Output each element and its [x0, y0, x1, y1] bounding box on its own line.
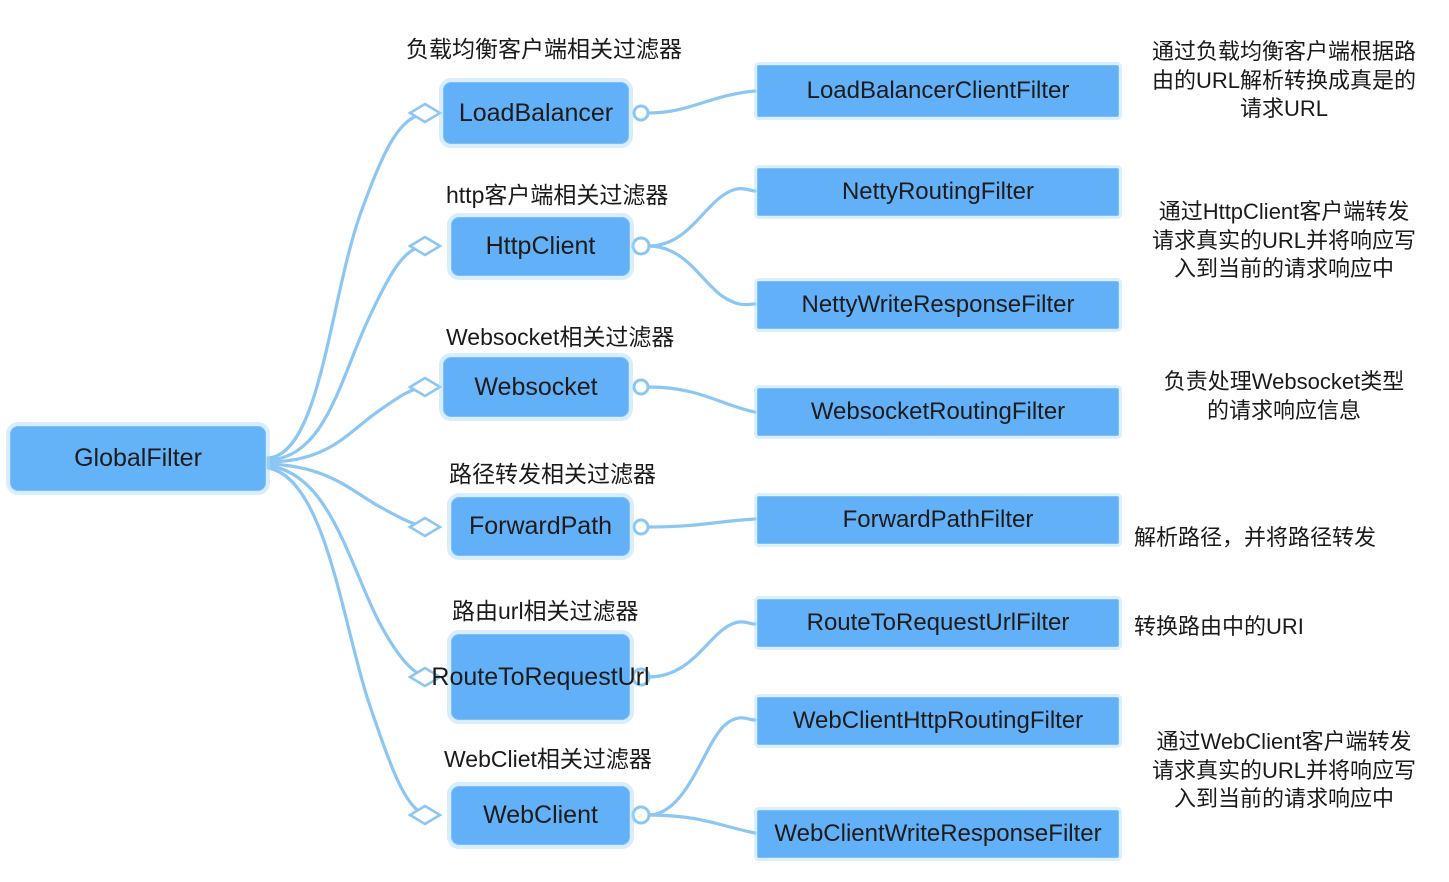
note-forwardpath: 解析路径，并将路径转发 [1134, 524, 1434, 553]
note-line: 通过WebClient客户端转发 [1156, 729, 1412, 754]
filter-node-label: NettyWriteResponseFilter [801, 291, 1075, 319]
category-label-loadbalancer: 负载均衡客户端相关过滤器 [406, 36, 682, 62]
branch-node-label: HttpClient [485, 232, 596, 261]
filter-node-webclienthttproutingfilter[interactable]: WebClientHttpRoutingFilter [757, 697, 1119, 745]
branch-node-label: LoadBalancer [458, 98, 614, 127]
branch-node-webclient[interactable]: WebClient [451, 786, 630, 845]
category-label-forwardpath: 路径转发相关过滤器 [449, 461, 656, 487]
branch-node-label: RouteToRequestUrl [431, 662, 650, 691]
filter-node-label: ForwardPathFilter [842, 506, 1034, 534]
note-line: 通过负载均衡客户端根据路 [1151, 39, 1416, 64]
filter-node-forwardpathfilter[interactable]: ForwardPathFilter [757, 496, 1119, 544]
note-line: 请求真实的URL并将响应写 [1151, 757, 1416, 783]
branch-node-label: ForwardPath [468, 512, 613, 541]
category-label-routetorequesturl: 路由url相关过滤器 [452, 598, 639, 624]
category-label-websocket: Websocket相关过滤器 [446, 324, 675, 350]
note-line: 解析路径，并将路径转发 [1134, 525, 1377, 550]
note-routetorequesturl: 转换路由中的URI [1134, 613, 1434, 642]
branch-node-routetorequesturl[interactable]: RouteToRequestUrl [431, 634, 650, 720]
filter-node-label: WebClientHttpRoutingFilter [792, 707, 1084, 735]
branch-node-httpclient[interactable]: HttpClient [451, 217, 630, 276]
note-webclient: 通过WebClient客户端转发 请求真实的URL并将响应写 入到当前的请求响应… [1134, 728, 1434, 814]
note-line: 通过HttpClient客户端转发 [1158, 199, 1410, 224]
note-loadbalancer: 通过负载均衡客户端根据路 由的URL解析转换成真是的 请求URL [1134, 38, 1434, 124]
note-line: 的请求响应信息 [1206, 397, 1361, 423]
filter-node-label: RouteToRequestUrlFilter [806, 609, 1070, 637]
branch-node-websocket[interactable]: Websocket [443, 357, 629, 417]
root-node-globalfilter[interactable]: GlobalFilter [10, 426, 266, 491]
filter-node-label: WebsocketRoutingFilter [810, 398, 1066, 426]
filter-node-label: LoadBalancerClientFilter [806, 77, 1070, 105]
note-line: 负责处理Websocket类型 [1163, 369, 1405, 394]
branch-node-forwardpath[interactable]: ForwardPath [451, 497, 630, 556]
branch-node-loadbalancer[interactable]: LoadBalancer [443, 82, 629, 144]
branch-node-label: Websocket [474, 372, 598, 401]
note-websocket: 负责处理Websocket类型 的请求响应信息 [1134, 368, 1434, 425]
filter-node-label: WebClientWriteResponseFilter [774, 820, 1102, 848]
branch-node-label: WebClient [483, 801, 598, 830]
filter-node-routetorequesturlfilter[interactable]: RouteToRequestUrlFilter [757, 599, 1119, 647]
filter-node-webclientwriteresponsefilter[interactable]: WebClientWriteResponseFilter [757, 810, 1119, 858]
category-label-httpclient: http客户端相关过滤器 [446, 182, 669, 208]
filter-node-label: NettyRoutingFilter [841, 178, 1035, 206]
note-line: 请求真实的URL并将响应写 [1151, 227, 1416, 253]
note-line: 入到当前的请求响应中 [1173, 256, 1394, 282]
filter-node-nettywriteresponsefilter[interactable]: NettyWriteResponseFilter [757, 281, 1119, 329]
note-line: 入到当前的请求响应中 [1173, 786, 1394, 812]
note-line: 请求URL [1239, 96, 1328, 122]
category-label-webclient: WebCliet相关过滤器 [444, 746, 652, 772]
note-httpclient: 通过HttpClient客户端转发 请求真实的URL并将响应写 入到当前的请求响… [1134, 198, 1434, 284]
filter-node-websocketroutingfilter[interactable]: WebsocketRoutingFilter [757, 388, 1119, 436]
note-line: 转换路由中的URI [1134, 614, 1304, 639]
filter-node-nettyroutingfilter[interactable]: NettyRoutingFilter [757, 168, 1119, 216]
filter-node-loadbalancerclientfilter[interactable]: LoadBalancerClientFilter [757, 65, 1119, 117]
note-line: 由的URL解析转换成真是的 [1151, 67, 1416, 93]
root-node-label: GlobalFilter [74, 444, 202, 473]
